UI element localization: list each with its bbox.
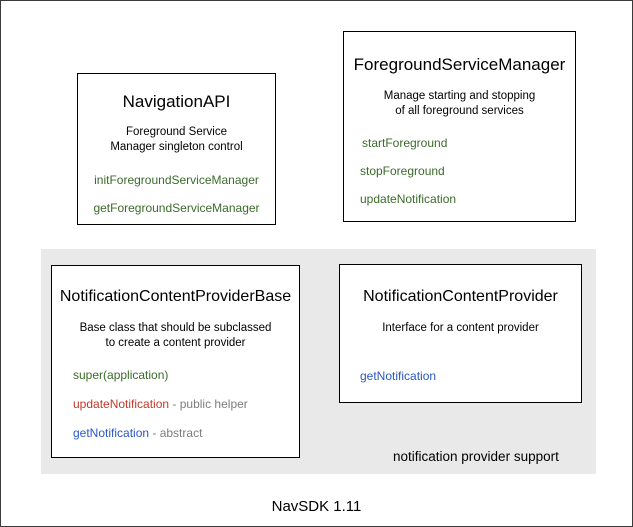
member-get-notification[interactable]: getNotification - abstract <box>73 426 299 440</box>
group-panel-label: notification provider support <box>393 449 559 464</box>
class-box-notification-content-provider: NotificationContentProvider Interface fo… <box>339 264 582 403</box>
member-stop-foreground[interactable]: stopForeground <box>360 164 575 178</box>
class-description-notification-content-provider: Interface for a content provider <box>340 321 581 336</box>
class-description-line: to create a content provider <box>105 336 246 349</box>
member-list-foreground-service-manager: startForeground stopForeground updateNot… <box>344 136 575 206</box>
class-description-notification-content-provider-base: Base class that should be subclassed to … <box>52 321 299 350</box>
member-list-notification-content-provider-base: super(application) updateNotification - … <box>52 368 299 440</box>
member-update-notification[interactable]: updateNotification - public helper <box>73 397 299 411</box>
class-description-line: Manager singleton control <box>110 140 243 153</box>
member-update-notification[interactable]: updateNotification <box>360 192 575 206</box>
class-description-line: Interface for a content provider <box>382 322 539 334</box>
member-name: stopForeground <box>360 164 445 178</box>
footer-caption: NavSDK 1.11 <box>271 498 362 515</box>
class-title-notification-content-provider-base: NotificationContentProviderBase <box>59 288 292 305</box>
member-name: initForegroundServiceManager <box>94 173 259 187</box>
member-name: updateNotification <box>360 192 457 206</box>
member-name: startForeground <box>362 136 448 150</box>
member-name: super(application) <box>73 368 169 382</box>
member-note: - public helper <box>169 397 248 411</box>
class-title-foreground-service-manager: ForegroundServiceManager <box>353 55 566 74</box>
member-name: updateNotification <box>73 397 170 411</box>
member-note: - abstract <box>149 426 203 440</box>
member-name: getNotification <box>73 426 150 440</box>
member-start-foreground[interactable]: startForeground <box>360 136 575 150</box>
member-list-navigation-api: initForegroundServiceManager getForegrou… <box>78 173 275 215</box>
member-get-notification[interactable]: getNotification <box>360 369 581 383</box>
class-description-navigation-api: Foreground Service Manager singleton con… <box>78 125 275 154</box>
class-description-line: of all foreground services <box>395 104 524 117</box>
member-super-application[interactable]: super(application) <box>73 368 299 382</box>
class-description-foreground-service-manager: Manage starting and stopping of all fore… <box>344 89 575 118</box>
class-description-line: Base class that should be subclassed <box>79 322 272 334</box>
member-name: getNotification <box>360 369 437 383</box>
class-description-line: Foreground Service <box>126 126 227 138</box>
member-get-foreground-service-manager[interactable]: getForegroundServiceManager <box>78 201 275 215</box>
class-box-notification-content-provider-base: NotificationContentProviderBase Base cla… <box>51 265 300 458</box>
class-title-navigation-api: NavigationAPI <box>122 92 231 111</box>
member-name: getForegroundServiceManager <box>93 201 260 215</box>
member-list-notification-content-provider: getNotification <box>340 369 581 383</box>
member-init-foreground-service-manager[interactable]: initForegroundServiceManager <box>78 173 275 187</box>
class-box-foreground-service-manager: ForegroundServiceManager Manage starting… <box>343 31 576 222</box>
class-title-notification-content-provider: NotificationContentProvider <box>363 288 558 305</box>
class-description-line: Manage starting and stopping <box>383 90 536 102</box>
class-box-navigation-api: NavigationAPI Foreground Service Manager… <box>77 73 276 225</box>
